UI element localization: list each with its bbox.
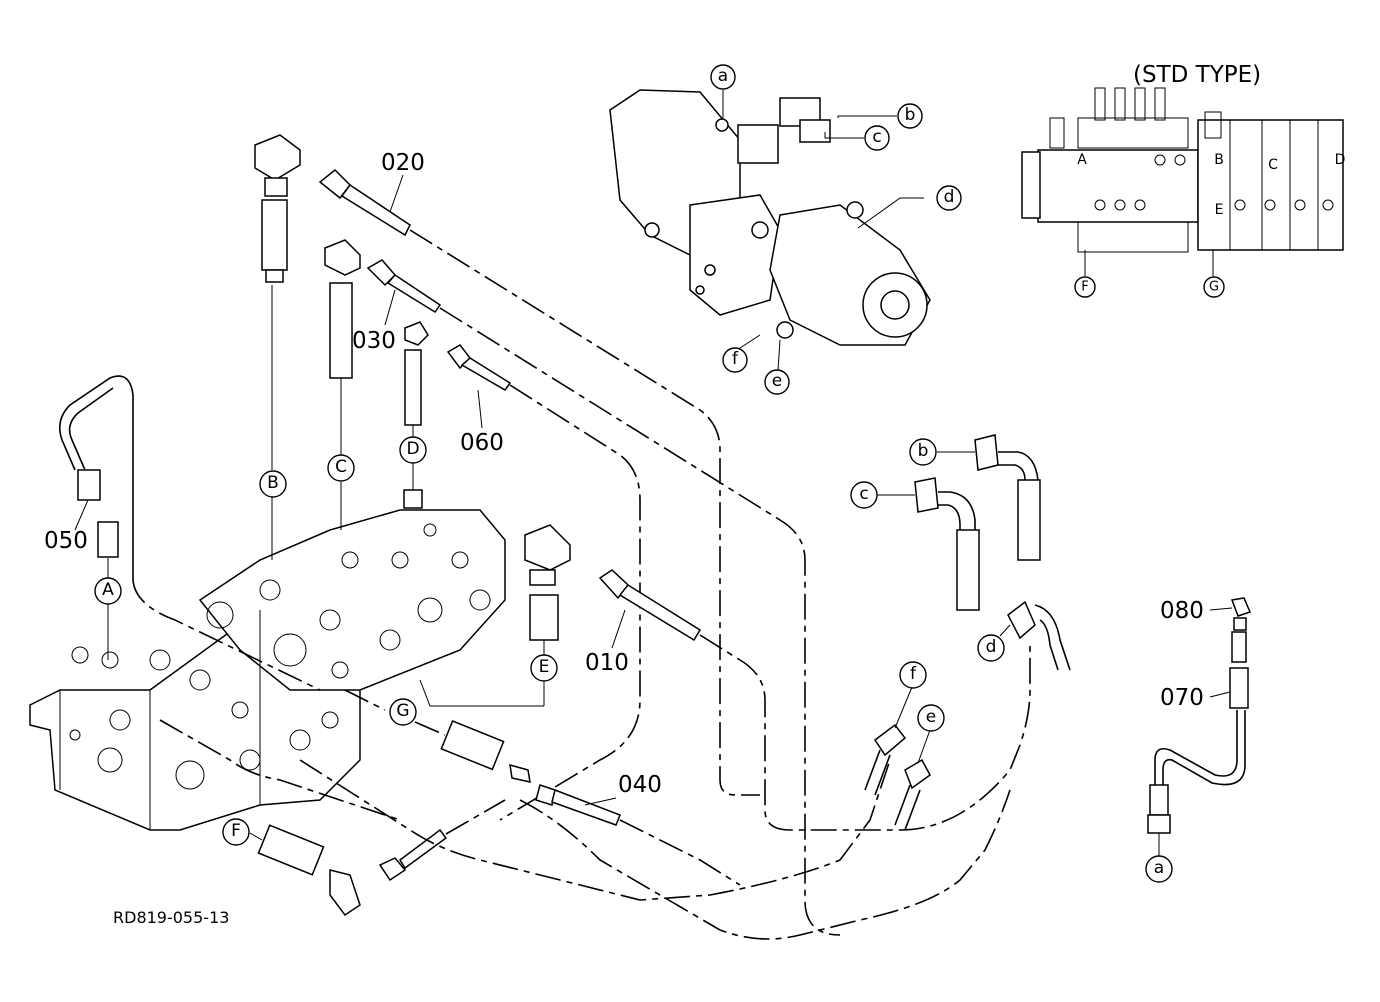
hose-020-assembly — [254, 134, 760, 796]
hose-070-assembly — [1147, 597, 1252, 856]
pump-callouts — [722, 90, 924, 371]
pump-label-f: f — [732, 349, 739, 369]
part-number-030: 030 — [352, 328, 396, 354]
inset-valve-body-left — [1037, 149, 1199, 223]
std-type-title: (STD TYPE) — [1133, 62, 1261, 88]
label-C: C — [335, 457, 347, 477]
part-number-070: 070 — [1160, 685, 1204, 711]
pump-side-hose-ends — [864, 434, 1071, 831]
part-number-080: 080 — [1160, 598, 1204, 624]
pump-label-d: d — [944, 187, 955, 207]
hose-030-assembly — [324, 239, 841, 936]
hose-end-label-d: d — [986, 637, 997, 657]
control-valve — [29, 509, 506, 831]
part-number-040: 040 — [618, 772, 662, 798]
hose-end-label-c: c — [859, 484, 868, 504]
hose-040-assembly — [159, 689, 741, 886]
label-A: A — [102, 580, 114, 600]
hose-end-label-b: b — [918, 441, 929, 461]
drawing-code: RD819-055-13 — [113, 908, 229, 927]
part-number-050: 050 — [44, 528, 88, 554]
hose-end-label-e: e — [926, 707, 936, 727]
label-a: a — [1154, 858, 1164, 878]
inset-label-F: F — [1081, 280, 1088, 295]
part-number-010: 010 — [585, 650, 629, 676]
hose-050-assembly — [59, 375, 321, 691]
inset-label-G: G — [1209, 280, 1219, 295]
std-type-inset: (STD TYPE) A B C D E F G — [1021, 62, 1346, 298]
hose-F-assembly — [249, 759, 1011, 940]
pump-label-e: e — [772, 371, 782, 391]
inset-label-D: D — [1335, 152, 1346, 168]
label-G: G — [396, 701, 409, 721]
pump-label-b: b — [905, 105, 916, 125]
pump-label-c: c — [872, 127, 881, 147]
inset-label-C: C — [1268, 157, 1278, 173]
inset-valve-body-right — [1197, 119, 1344, 251]
hose-end-label-f: f — [910, 664, 917, 684]
part-number-060: 060 — [460, 430, 504, 456]
label-D: D — [406, 439, 419, 459]
inset-label-B: B — [1214, 152, 1224, 168]
inset-label-E: E — [1215, 202, 1224, 218]
hose-060-assembly — [403, 321, 641, 821]
label-F: F — [231, 821, 241, 841]
part-number-020: 020 — [381, 150, 425, 176]
label-B: B — [267, 473, 279, 493]
hose-010-assembly — [419, 524, 1031, 831]
pump-label-a: a — [718, 66, 728, 86]
hydraulic-pump — [609, 89, 931, 346]
inset-label-A: A — [1077, 152, 1087, 168]
label-E: E — [539, 657, 550, 677]
